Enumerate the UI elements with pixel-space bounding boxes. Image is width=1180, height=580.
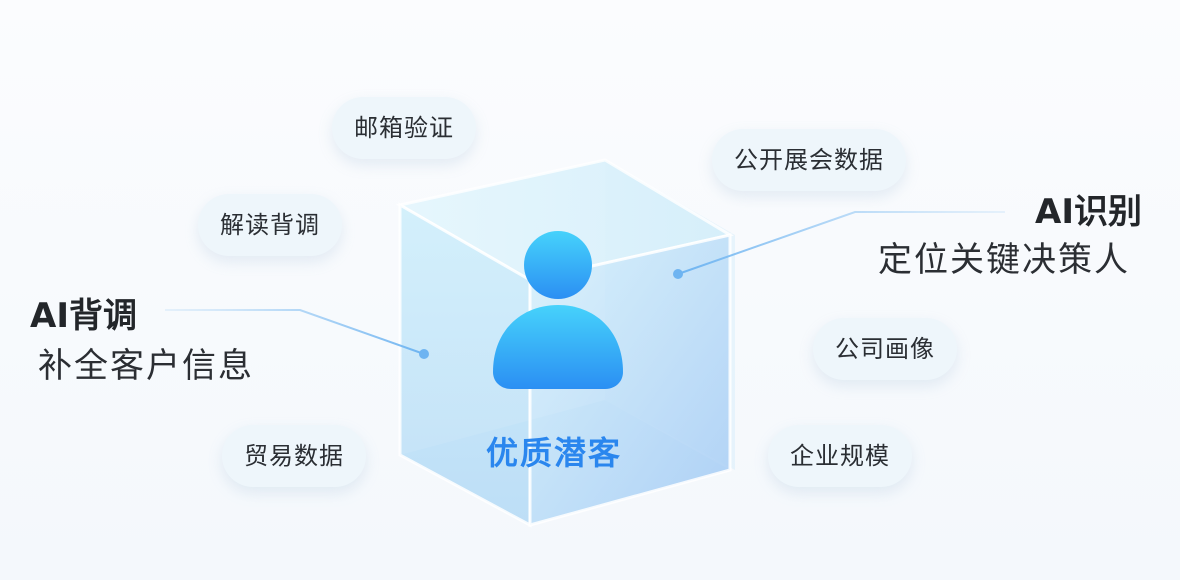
right-callout-subtitle: 定位关键决策人 bbox=[878, 240, 1130, 280]
avatar-body bbox=[493, 305, 623, 389]
left-connector-line bbox=[165, 309, 425, 355]
left-callout-title: AI背调 bbox=[30, 296, 137, 336]
pill-trade-data: 贸易数据 bbox=[222, 425, 366, 487]
pill-background-check: 解读背调 bbox=[198, 194, 342, 256]
right-connector-dot bbox=[673, 269, 683, 279]
right-callout-title: AI识别 bbox=[1035, 192, 1142, 232]
pill-company-profile: 公司画像 bbox=[813, 318, 957, 380]
left-connector-dot bbox=[419, 349, 429, 359]
pill-expo-data: 公开展会数据 bbox=[712, 129, 906, 191]
left-callout-subtitle: 补全客户信息 bbox=[38, 346, 254, 386]
avatar-head bbox=[524, 231, 592, 299]
cube-center-label: 优质潜客 bbox=[486, 434, 623, 472]
pill-email-verify: 邮箱验证 bbox=[332, 97, 476, 159]
right-connector-line bbox=[677, 211, 1005, 275]
pill-company-scale: 企业规模 bbox=[768, 425, 912, 487]
cube-right-face bbox=[528, 233, 732, 527]
